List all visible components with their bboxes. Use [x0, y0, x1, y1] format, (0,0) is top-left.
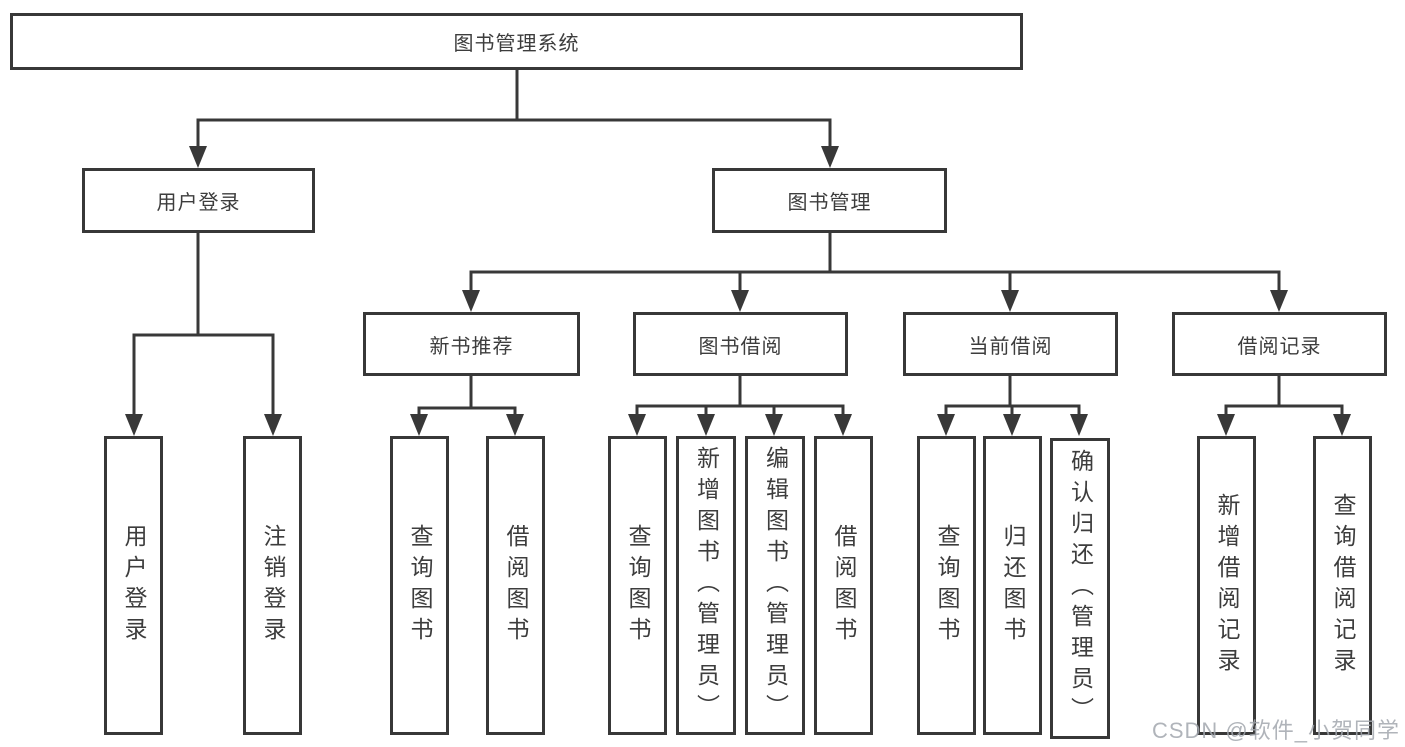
leaf-user-login: 用户登录 — [104, 436, 163, 735]
leaf-logout: 注销登录 — [243, 436, 302, 735]
node-book-management-label: 图书管理 — [787, 192, 872, 214]
leaf-add-borrow-record: 新增借阅记录 — [1197, 436, 1256, 735]
node-new-book-recommend: 新书推荐 — [363, 312, 580, 376]
node-new-book-recommend-label: 新书推荐 — [429, 335, 514, 358]
leaf-return-books-label: 归还图书 — [1000, 523, 1026, 648]
node-library-system: 图书管理系统 — [10, 13, 1023, 70]
node-user-login-label: 用户登录 — [156, 192, 241, 214]
csdn-watermark: CSDN @软件_小贺同学 — [1151, 718, 1400, 743]
leaf-borrow-books-2: 借阅图书 — [814, 436, 873, 735]
leaf-query-books-2: 查询图书 — [608, 436, 667, 735]
leaf-add-borrow-record-label: 新增借阅记录 — [1214, 492, 1240, 679]
leaf-confirm-return-admin-label: 确认归还（管理员） — [1067, 449, 1094, 728]
leaf-add-books-admin: 新增图书（管理员） — [676, 436, 736, 735]
leaf-query-books-1: 查询图书 — [390, 436, 449, 735]
node-user-login: 用户登录 — [82, 168, 315, 233]
leaf-user-login-label: 用户登录 — [121, 523, 147, 648]
leaf-add-books-admin-label: 新增图书（管理员） — [693, 446, 720, 725]
leaf-query-books-1-label: 查询图书 — [407, 523, 433, 648]
leaf-confirm-return-admin: 确认归还（管理员） — [1050, 438, 1110, 739]
leaf-query-books-2-label: 查询图书 — [625, 523, 651, 648]
leaf-edit-books-admin-label: 编辑图书（管理员） — [762, 446, 789, 725]
node-book-borrow: 图书借阅 — [633, 312, 848, 376]
leaf-query-borrow-record-label: 查询借阅记录 — [1330, 492, 1356, 679]
node-current-borrow: 当前借阅 — [903, 312, 1118, 376]
node-book-borrow-label: 图书借阅 — [698, 335, 783, 358]
node-borrow-record: 借阅记录 — [1172, 312, 1387, 376]
leaf-query-books-3-label: 查询图书 — [934, 523, 960, 648]
leaf-borrow-books-1: 借阅图书 — [486, 436, 545, 735]
node-current-borrow-label: 当前借阅 — [968, 335, 1053, 358]
node-library-system-label: 图书管理系统 — [453, 33, 580, 55]
leaf-query-books-3: 查询图书 — [917, 436, 976, 735]
leaf-edit-books-admin: 编辑图书（管理员） — [745, 436, 805, 735]
leaf-borrow-books-1-label: 借阅图书 — [503, 523, 529, 648]
leaf-logout-label: 注销登录 — [260, 523, 286, 648]
node-borrow-record-label: 借阅记录 — [1237, 335, 1322, 358]
leaf-borrow-books-2-label: 借阅图书 — [831, 523, 857, 648]
leaf-query-borrow-record: 查询借阅记录 — [1313, 436, 1372, 735]
node-book-management: 图书管理 — [712, 168, 947, 233]
leaf-return-books: 归还图书 — [983, 436, 1042, 735]
